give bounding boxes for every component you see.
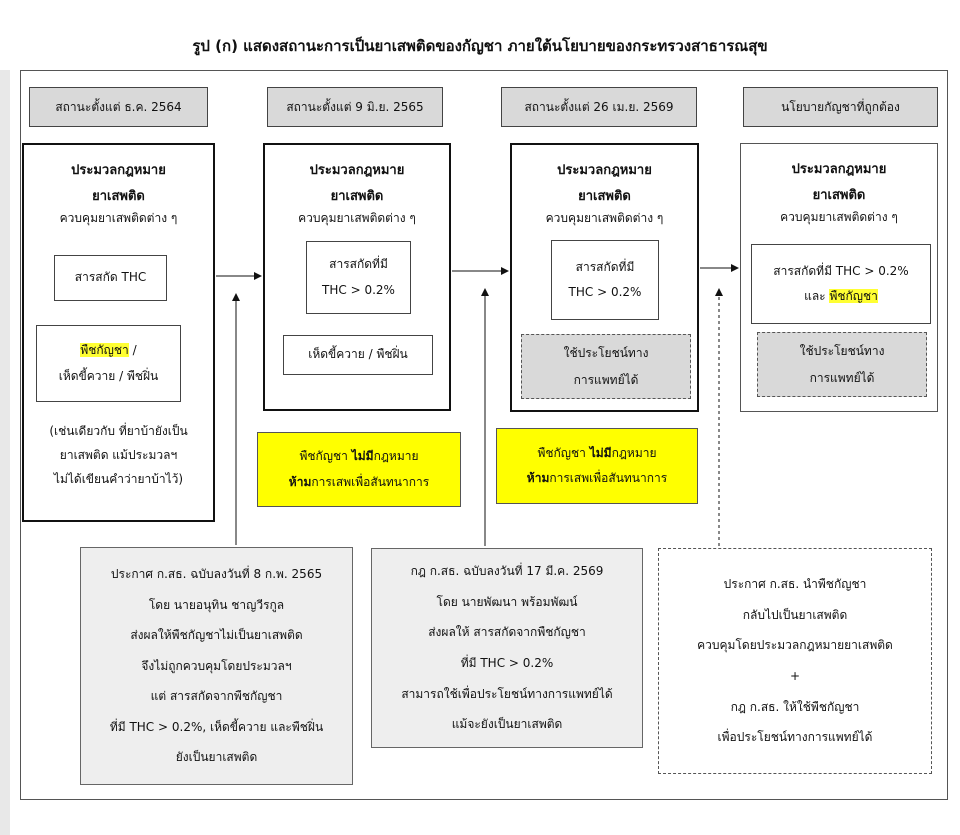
law-subtitle: ควบคุมยาเสพติดต่าง ๆ bbox=[59, 211, 178, 225]
yellow-bold: ห้าม bbox=[288, 474, 312, 489]
header-apr-2569: สถานะตั้งแต่ 26 เม.ย. 2569 bbox=[501, 87, 697, 127]
thc-extract-line2: THC > 0.2% bbox=[322, 282, 395, 297]
yellow-text: พืชกัญชา bbox=[537, 445, 590, 460]
announcement-box-2565: ประกาศ ก.สธ. ฉบับลงวันที่ 8 ก.พ. 2565 โด… bbox=[80, 547, 353, 785]
medical-line2: การแพทย์ได้ bbox=[809, 370, 875, 385]
cannabis-highlight: พืชกัญชา bbox=[829, 289, 878, 303]
law-title-line1: ประมวลกฎหมาย bbox=[71, 163, 166, 178]
policy-line: ประกาศ ก.สธ. นำพืชกัญชา bbox=[723, 577, 867, 592]
thc-extract-box-col1: สารสกัด THC bbox=[54, 255, 167, 301]
law-subtitle: ควบคุมยาเสพติดต่าง ๆ bbox=[298, 211, 416, 225]
yellow-text: กฎหมาย bbox=[373, 449, 419, 464]
note-yaba: (เช่นเดียวกับ ที่ยาบ้ายังเป็น ยาเสพติด แ… bbox=[24, 419, 213, 491]
policy-line: ควบคุมโดยประมวลกฎหมายยาเสพติด bbox=[697, 638, 893, 653]
law-title-line2: ยาเสพติด bbox=[330, 189, 384, 204]
yellow-bold: ไม่มี bbox=[589, 445, 612, 460]
plant-line1: พืชกัญชา / bbox=[80, 338, 137, 363]
yellow-text: การเสพเพื่อสันทนาการ bbox=[549, 471, 668, 485]
note-line: ยาเสพติด แม้ประมวลฯ bbox=[59, 448, 178, 462]
law-title-line2: ยาเสพติด bbox=[92, 189, 145, 204]
regulation-line: ที่มี THC > 0.2% bbox=[460, 656, 554, 670]
note-line: ไม่ได้เขียนคำว่ายาบ้าไว้) bbox=[53, 472, 184, 486]
header-dec-2564: สถานะตั้งแต่ ธ.ค. 2564 bbox=[29, 87, 208, 127]
law-title: ประมวลกฎหมาย ยาเสพติด bbox=[24, 155, 213, 207]
regulation-box-2569: กฎ ก.สธ. ฉบับลงวันที่ 17 มี.ค. 2569 โดย … bbox=[371, 548, 643, 748]
thc-extract-line1: สารสกัดที่มี THC > 0.2% bbox=[773, 263, 909, 278]
medical-use-box-col3: ใช้ประโยชน์ทาง การแพทย์ได้ bbox=[521, 334, 691, 399]
yellow-bold: ห้าม bbox=[526, 471, 550, 485]
thc-extract-line1: สารสกัดที่มี bbox=[329, 257, 388, 272]
law-title-line2: ยาเสพติด bbox=[812, 188, 866, 203]
plant-box-col1: พืชกัญชา / เห็ดขี้ควาย / พืชฝิ่น bbox=[36, 325, 181, 402]
figure-title: รูป (ก) แสดงสถานะการเป็นยาเสพติดของกัญชา… bbox=[192, 37, 768, 55]
law-subtitle: ควบคุมยาเสพติดต่าง ๆ bbox=[545, 211, 664, 225]
thc-extract-line1: สารสกัดที่มี bbox=[575, 259, 635, 274]
regulation-line: โดย นายพัฒนา พร้อมพัฒน์ bbox=[436, 594, 578, 609]
announcement-line: แต่ สารสกัดจากพืชกัญชา bbox=[150, 689, 283, 704]
thc-extract-line2: และ พืชกัญชา bbox=[804, 284, 878, 309]
announcement-line: จึงไม่ถูกควบคุมโดยประมวลฯ bbox=[141, 658, 292, 673]
plant-slash: / bbox=[128, 343, 137, 358]
yellow-line2: ห้ามการเสพเพื่อสันทนาการ bbox=[527, 466, 667, 491]
policy-line: กลับไปเป็นยาเสพติด bbox=[742, 607, 848, 622]
yellow-text: กฎหมาย bbox=[611, 445, 657, 460]
thc-and-cannabis-box-col4: สารสกัดที่มี THC > 0.2% และ พืชกัญชา bbox=[751, 244, 931, 324]
yellow-line2: ห้ามการเสพเพื่อสันทนาการ bbox=[289, 470, 429, 495]
plant-line2: เห็ดขี้ควาย / พืชฝิ่น bbox=[58, 368, 159, 383]
regulation-line: ส่งผลให้ สารสกัดจากพืชกัญชา bbox=[428, 625, 586, 640]
note-line: (เช่นเดียวกับ ที่ยาบ้ายังเป็น bbox=[49, 424, 188, 438]
announcement-line: ที่มี THC > 0.2%, เห็ดขี้ควาย และพืชฝิ่น bbox=[109, 719, 324, 734]
announcement-line: ส่งผลให้พืชกัญชาไม่เป็นยาเสพติด bbox=[130, 628, 303, 643]
regulation-line: สามารถใช้เพื่อประโยชน์ทางการแพทย์ได้ bbox=[401, 686, 613, 701]
thc-extract-label: สารสกัด THC bbox=[74, 270, 147, 285]
yellow-line1: พืชกัญชา ไม่มีกฎหมาย bbox=[537, 441, 656, 466]
medical-line1: ใช้ประโยชน์ทาง bbox=[799, 344, 885, 359]
yellow-no-law-box-2: พืชกัญชา ไม่มีกฎหมาย ห้ามการเสพเพื่อสันท… bbox=[496, 428, 698, 504]
law-title-line2: ยาเสพติด bbox=[578, 189, 631, 204]
yellow-text: การเสพเพื่อสันทนาการ bbox=[311, 474, 430, 489]
medical-line2: การแพทย์ได้ bbox=[573, 372, 639, 387]
yellow-no-law-box-1: พืชกัญชา ไม่มีกฎหมาย ห้ามการเสพเพื่อสันท… bbox=[257, 432, 461, 507]
header-jun-2565: สถานะตั้งแต่ 9 มิ.ย. 2565 bbox=[267, 87, 443, 127]
policy-plus: + bbox=[789, 669, 801, 683]
regulation-line: กฎ ก.สธ. ฉบับลงวันที่ 17 มี.ค. 2569 bbox=[410, 564, 604, 579]
announcement-line: โดย นายอนุทิน ชาญวีรกูล bbox=[148, 597, 285, 612]
thc-extract-line2: THC > 0.2% bbox=[568, 285, 642, 299]
medical-line1: ใช้ประโยชน์ทาง bbox=[563, 346, 649, 361]
medical-use-box-col4: ใช้ประโยชน์ทาง การแพทย์ได้ bbox=[757, 332, 927, 397]
mushroom-opium-box: เห็ดขี้ควาย / พืชฝิ่น bbox=[283, 335, 433, 375]
yellow-line1: พืชกัญชา ไม่มีกฎหมาย bbox=[299, 444, 418, 469]
regulation-line: แม้จะยังเป็นยาเสพติด bbox=[451, 717, 563, 732]
law-subtitle: ควบคุมยาเสพติดต่าง ๆ bbox=[780, 210, 898, 224]
yellow-text: พืชกัญชา bbox=[299, 449, 352, 464]
announcement-line: ประกาศ ก.สธ. ฉบับลงวันที่ 8 ก.พ. 2565 bbox=[110, 566, 323, 581]
policy-line: เพื่อประโยชน์ทางการแพทย์ได้ bbox=[717, 730, 873, 745]
mushroom-opium-label: เห็ดขี้ควาย / พืชฝิ่น bbox=[308, 347, 408, 362]
figure-frame bbox=[20, 70, 948, 800]
proposed-policy-box: ประกาศ ก.สธ. นำพืชกัญชา กลับไปเป็นยาเสพต… bbox=[658, 548, 932, 774]
left-edge-bar bbox=[0, 70, 10, 835]
thc-extract-box-col2: สารสกัดที่มี THC > 0.2% bbox=[306, 241, 411, 314]
announcement-line: ยังเป็นยาเสพติด bbox=[175, 750, 258, 765]
yellow-bold: ไม่มี bbox=[351, 449, 374, 464]
thc-extract-box-col3: สารสกัดที่มี THC > 0.2% bbox=[551, 240, 659, 320]
and-label: และ bbox=[804, 289, 830, 303]
law-title-line1: ประมวลกฎหมาย bbox=[791, 162, 887, 177]
law-title-line1: ประมวลกฎหมาย bbox=[309, 163, 405, 178]
policy-line: กฎ ก.สธ. ให้ใช้พืชกัญชา bbox=[730, 699, 860, 714]
law-title-line1: ประมวลกฎหมาย bbox=[557, 163, 652, 178]
header-correct-policy: นโยบายกัญชาที่ถูกต้อง bbox=[743, 87, 938, 127]
cannabis-highlight: พืชกัญชา bbox=[80, 343, 129, 358]
